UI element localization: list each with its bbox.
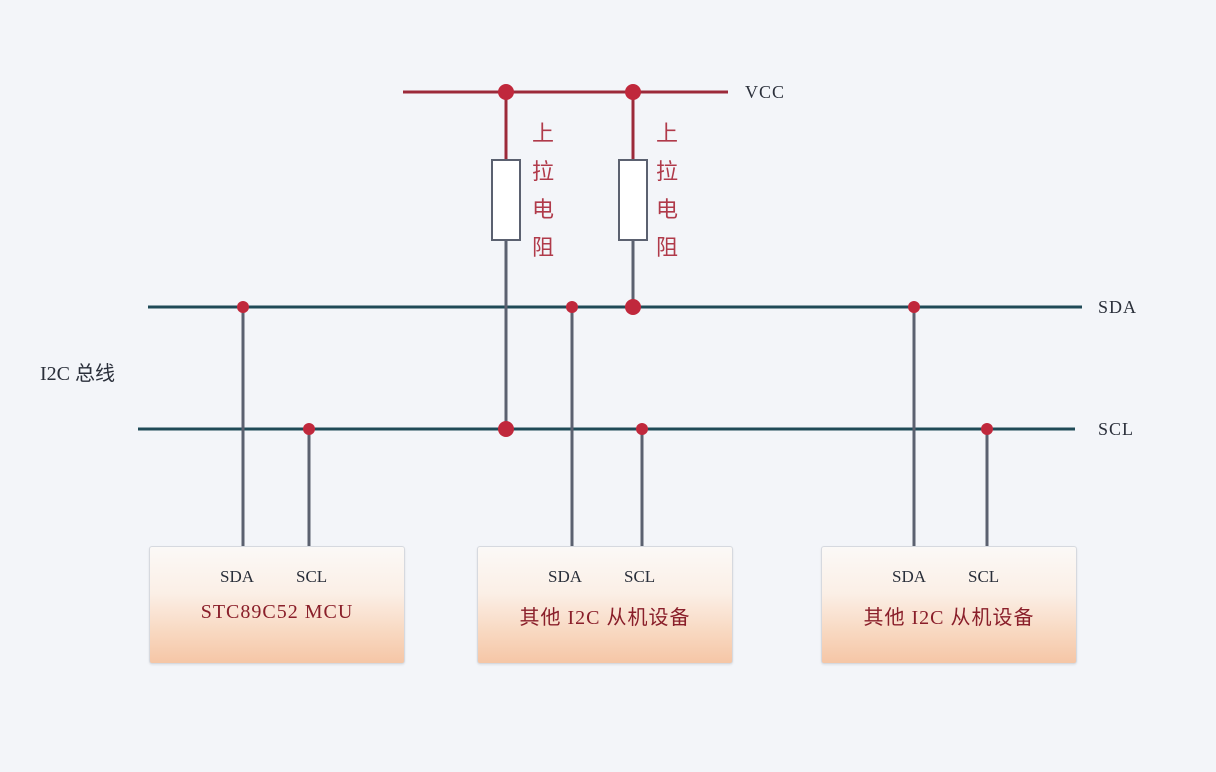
pullup-label-char: 电 [655,197,678,222]
pullup-resistor-2 [618,159,648,241]
junction-dot [625,84,641,100]
junction-dot [303,423,315,435]
device-name: STC89C52 MCU [200,601,354,623]
device-slave-2: SDA SCL 其他 I2C 从机设备 [821,546,1077,664]
pullup-label-char: 电 [531,197,554,222]
pullup-label-char: 上 [655,121,678,146]
device-name: 其他 I2C 从机设备 [519,607,691,629]
sda-label: SDA [1098,297,1138,317]
junction-dot [636,423,648,435]
pullup-1-label: 上 拉 电 阻 [528,122,558,260]
device-mcu: SDA SCL STC89C52 MCU [149,546,405,664]
device-slave-1: SDA SCL 其他 I2C 从机设备 [477,546,733,664]
pullup-label-char: 上 [531,121,554,146]
device-scl-pin: SCL [296,567,328,586]
junction-dot [981,423,993,435]
device-scl-pin: SCL [968,567,1000,586]
junction-dot [625,299,641,315]
device-sda-pin: SDA [892,567,927,586]
vcc-label: VCC [745,82,786,102]
pullup-label-char: 拉 [655,159,678,184]
pullup-label-char: 阻 [531,235,554,260]
pullup-label-char: 阻 [655,235,678,260]
junction-dot [237,301,249,313]
pullup-2-label: 上 拉 电 阻 [652,122,682,260]
pullup-label-char: 拉 [531,159,554,184]
device-name: 其他 I2C 从机设备 [863,607,1035,629]
bus-label: I2C 总线 [40,363,115,385]
pullup-resistor-1 [491,159,521,241]
junction-dot [498,421,514,437]
junction-dot [498,84,514,100]
junction-dot [566,301,578,313]
device-scl-pin: SCL [624,567,656,586]
scl-label: SCL [1098,419,1135,439]
device-sda-pin: SDA [548,567,583,586]
junction-dot [908,301,920,313]
device-sda-pin: SDA [220,567,255,586]
